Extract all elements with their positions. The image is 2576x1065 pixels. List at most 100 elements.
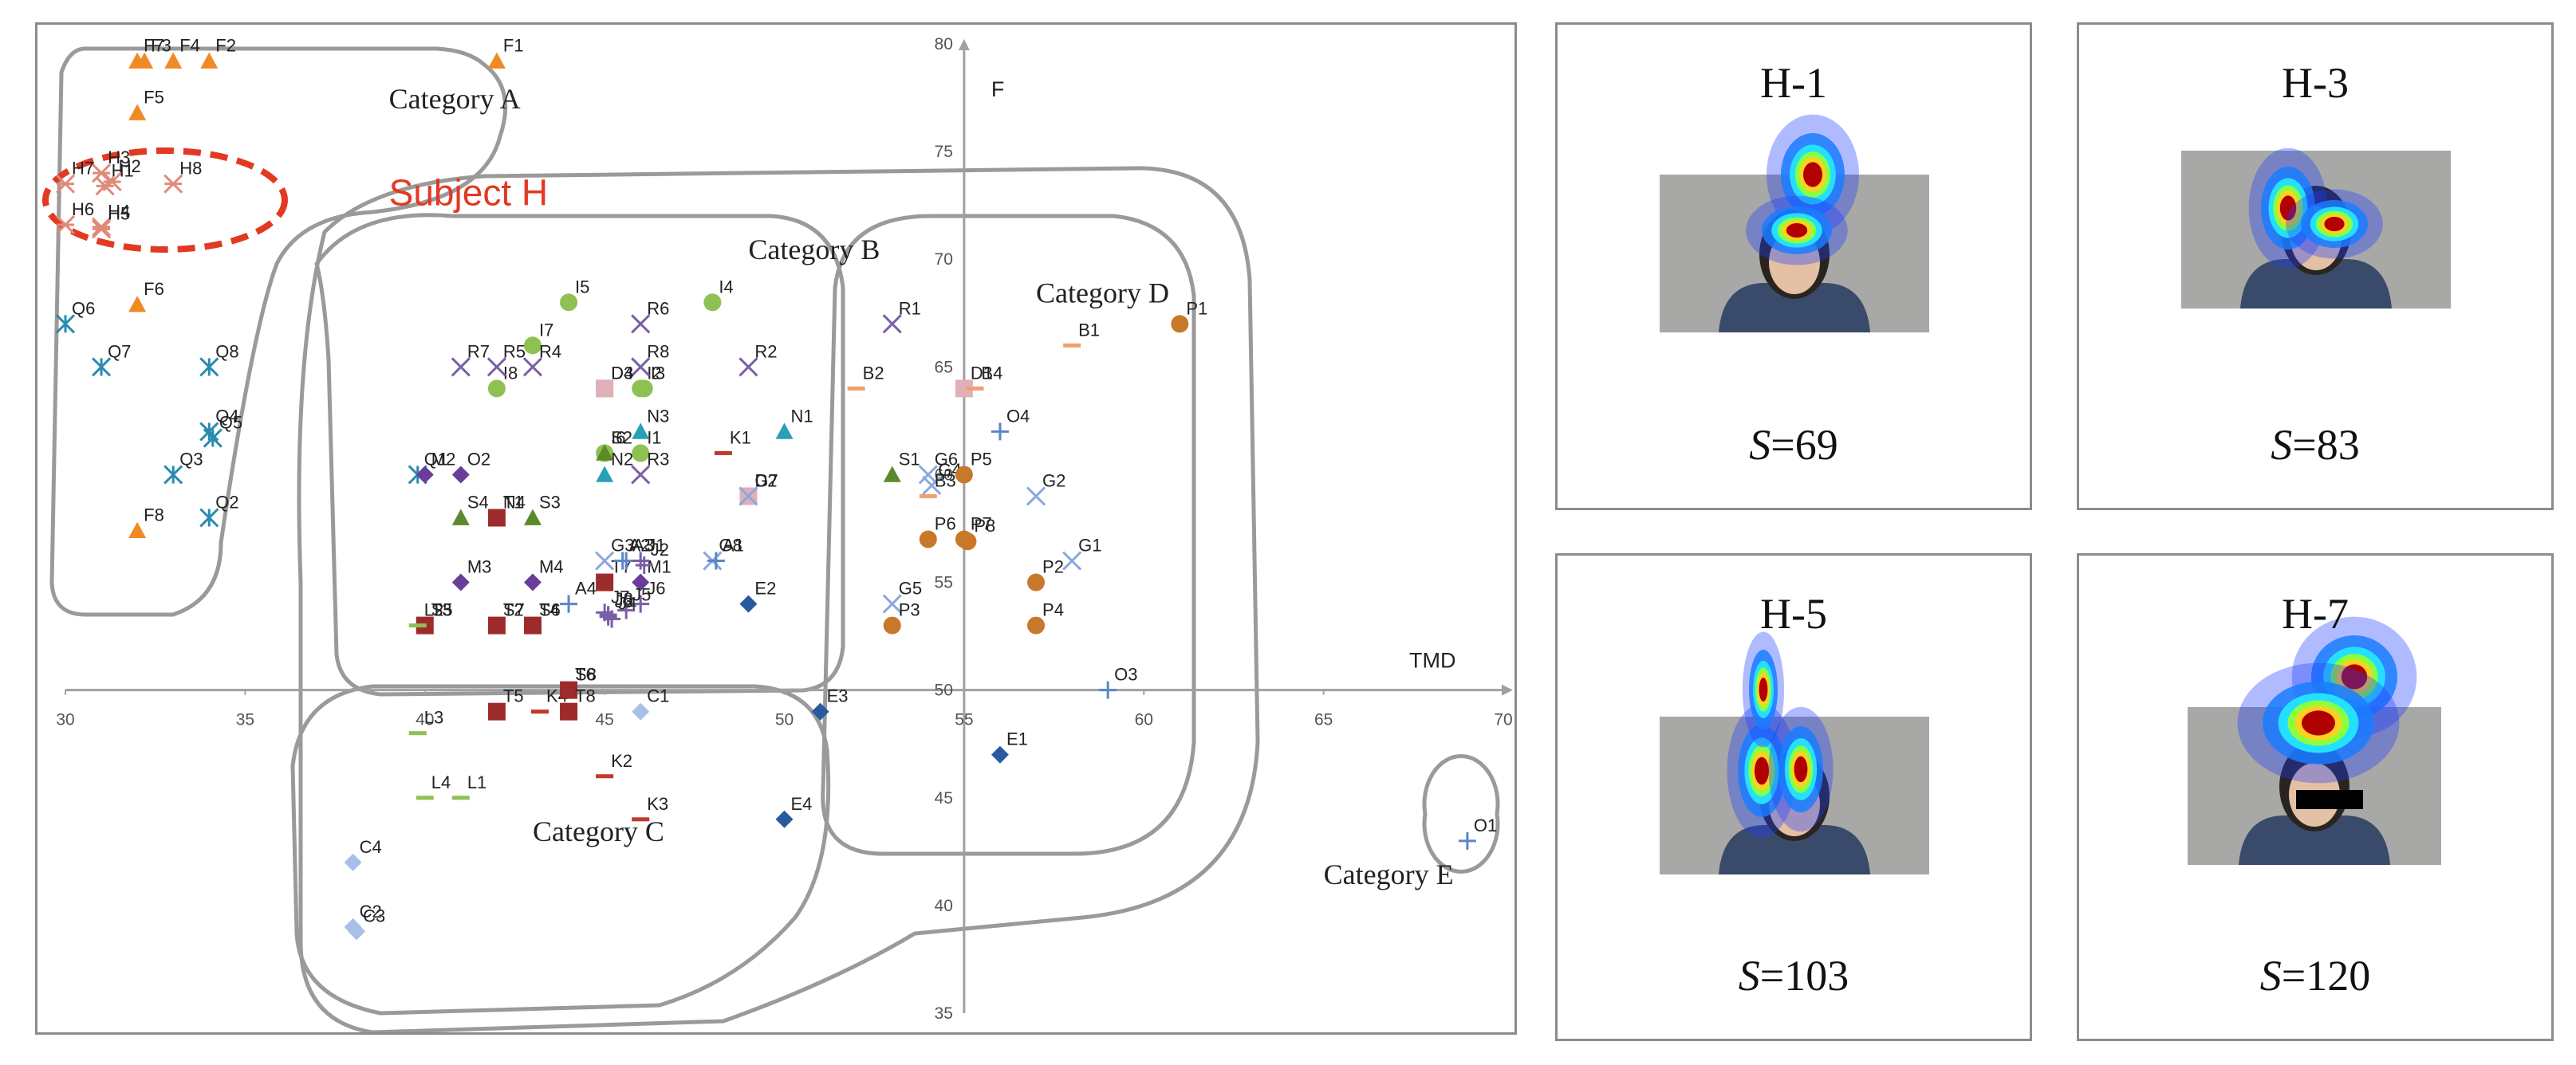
point-label: H5 xyxy=(108,203,130,223)
marker-asterisk xyxy=(199,357,219,377)
marker-triangle xyxy=(451,509,470,525)
point-label: O2 xyxy=(467,449,490,469)
point-label: S4 xyxy=(467,492,489,512)
marker-square xyxy=(596,573,614,591)
point-label: S5 xyxy=(431,600,453,620)
y-tick-label: 70 xyxy=(935,250,953,269)
marker-circle xyxy=(560,293,578,312)
marker-triangle xyxy=(523,509,542,525)
point-label: G1 xyxy=(1078,536,1101,556)
marker-asterisk xyxy=(55,314,76,334)
point-label: H8 xyxy=(179,159,202,179)
category-c-outline xyxy=(290,684,831,1016)
gaze-heatmap xyxy=(2248,147,2383,269)
marker-diamond xyxy=(348,922,366,941)
category-label: Category A xyxy=(389,83,521,115)
point-label: C2 xyxy=(360,902,382,922)
marker-plus xyxy=(1099,681,1117,699)
point-label: Q4 xyxy=(215,406,238,426)
marker-circle xyxy=(919,530,937,548)
x-tick-label: 70 xyxy=(1494,711,1512,729)
point-label: P4 xyxy=(1042,600,1064,620)
marker-triangle xyxy=(128,295,147,312)
x-tick-label: 60 xyxy=(1135,711,1153,729)
marker-square xyxy=(487,509,506,527)
marker-x xyxy=(1062,551,1082,571)
marker-diamond xyxy=(523,573,542,591)
category-e-outline xyxy=(1422,754,1500,874)
marker-diamond xyxy=(344,853,362,871)
heat-red xyxy=(1794,756,1808,783)
marker-triangle xyxy=(200,52,219,69)
y-tick-label: 40 xyxy=(935,897,953,915)
x-tick-label: 40 xyxy=(416,711,434,729)
heat-red xyxy=(2279,195,2297,221)
point-label: R7 xyxy=(467,341,490,361)
marker-plus xyxy=(632,595,650,613)
point-label: O3 xyxy=(1114,665,1137,685)
outer-outline xyxy=(297,166,1260,1032)
point-label: G6 xyxy=(935,449,958,469)
point-label: I3 xyxy=(651,363,665,383)
marker-star xyxy=(92,217,112,237)
marker-triangle xyxy=(883,466,901,482)
point-label: F7 xyxy=(144,36,164,56)
marker-circle xyxy=(959,532,977,551)
point-label: P5 xyxy=(971,449,992,469)
heatmap-title: H-1 xyxy=(1760,59,1827,107)
point-label: S3 xyxy=(539,492,561,512)
point-label: G7 xyxy=(754,470,778,490)
point-label: P7 xyxy=(971,514,992,534)
marker-triangle xyxy=(487,52,506,69)
marker-diamond xyxy=(775,810,794,828)
marker-dash xyxy=(416,796,434,800)
point-label: A4 xyxy=(575,579,597,599)
point-label: Q2 xyxy=(215,492,238,512)
x-tick-label: 55 xyxy=(955,711,973,729)
heatmap-panel-h7: H-7 S=120 xyxy=(2077,553,2554,1041)
marker-diamond xyxy=(811,702,829,721)
marker-diamond xyxy=(451,573,470,591)
point-label: B3 xyxy=(935,470,956,490)
y-tick-label: 55 xyxy=(935,574,953,592)
point-label: J5 xyxy=(632,585,651,605)
marker-x xyxy=(631,465,651,485)
marker-star xyxy=(95,176,115,196)
point-label: F6 xyxy=(144,279,164,299)
y-axis-title: F xyxy=(991,77,1005,101)
point-label: F5 xyxy=(144,87,164,107)
point-label: I5 xyxy=(575,277,589,297)
gaze-heatmap xyxy=(1746,114,1859,265)
heatmap-score: S=69 xyxy=(1749,421,1838,469)
point-label: O4 xyxy=(1006,406,1030,426)
marker-asterisk xyxy=(163,465,183,485)
point-label: S6 xyxy=(539,600,561,620)
point-label: I4 xyxy=(719,277,733,297)
point-label: A1 xyxy=(723,536,744,556)
marker-triangle xyxy=(136,52,154,69)
marker-dash xyxy=(408,731,427,736)
point-label: J2 xyxy=(651,540,669,560)
point-label: S2 xyxy=(611,427,632,447)
heatmap-image-h1 xyxy=(1660,114,1929,332)
point-label: Q1 xyxy=(424,449,447,469)
heatmap-title: H-5 xyxy=(1760,590,1827,638)
marker-triangle xyxy=(775,422,794,439)
y-tick-label: 75 xyxy=(935,143,953,161)
marker-asterisk xyxy=(92,357,112,377)
category-b-outline xyxy=(314,213,845,697)
point-label: P3 xyxy=(899,600,920,620)
marker-dash xyxy=(451,796,470,800)
point-label: M2 xyxy=(431,449,456,469)
point-label: F3 xyxy=(151,36,171,56)
x-axis-arrow xyxy=(1502,684,1513,696)
point-label: S8 xyxy=(575,665,597,685)
point-label: K2 xyxy=(611,751,632,771)
point-label: P8 xyxy=(974,516,995,536)
